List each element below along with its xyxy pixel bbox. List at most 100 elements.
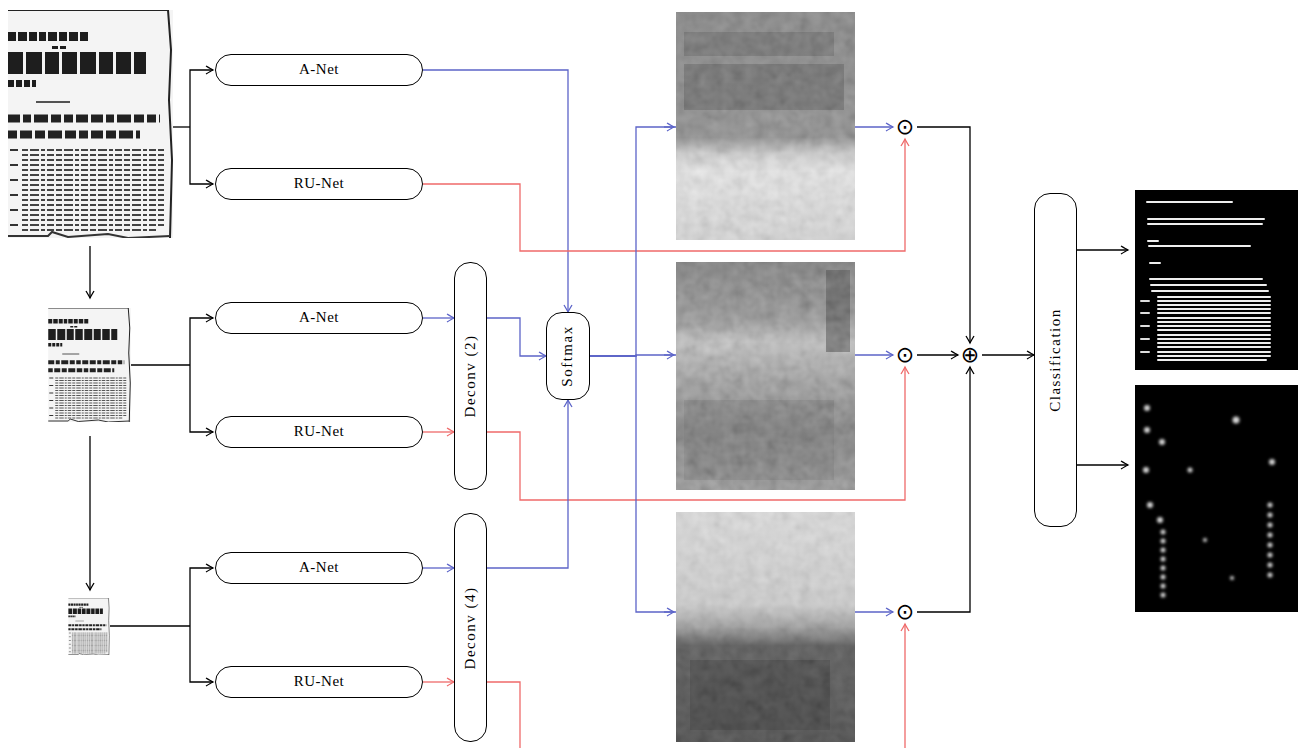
connector xyxy=(917,354,958,355)
output-dot xyxy=(1157,517,1163,523)
output-dot xyxy=(1161,539,1166,544)
output-arrow xyxy=(1077,464,1128,465)
output-dot xyxy=(1159,439,1165,445)
document-image xyxy=(48,308,131,422)
map-arrow xyxy=(664,126,674,127)
output-ground xyxy=(1135,190,1298,370)
attention-map xyxy=(676,12,855,240)
output-dot xyxy=(1268,503,1273,508)
output-dot xyxy=(1144,405,1150,411)
output-dot xyxy=(1144,427,1150,433)
output-dot xyxy=(1143,467,1149,473)
network-box: RU-Net xyxy=(215,666,423,698)
attention-ground xyxy=(676,262,855,490)
node-label: RU-Net xyxy=(294,423,345,440)
input-wires xyxy=(90,70,1128,682)
node-label: ⊙ xyxy=(896,116,914,138)
node-label: Classification xyxy=(1047,308,1064,412)
network-box: A-Net xyxy=(215,302,423,334)
map-entry-arrows xyxy=(664,127,674,612)
multiply-operator: ⊙ xyxy=(893,343,917,367)
output-lines xyxy=(1147,202,1270,360)
output-dot xyxy=(1161,593,1166,598)
input-wire xyxy=(190,318,213,365)
downscale-arrow xyxy=(89,436,90,590)
input-wire xyxy=(190,568,213,626)
document-image xyxy=(8,10,173,238)
attention-ground xyxy=(676,512,855,742)
connector xyxy=(982,354,1034,355)
node-label: A-Net xyxy=(299,309,339,326)
node-label: ⊙ xyxy=(896,601,914,623)
input-wire xyxy=(110,625,190,626)
multiply-operator: ⊙ xyxy=(893,600,917,624)
output-dot xyxy=(1233,417,1240,424)
attention-map xyxy=(676,512,855,742)
deconv-box: Deconv (2) xyxy=(454,262,487,490)
attention-noise xyxy=(676,512,855,742)
node-label: ⊕ xyxy=(961,344,979,366)
node-label: Deconv (2) xyxy=(462,335,479,418)
network-box: A-Net xyxy=(215,54,423,86)
connector xyxy=(917,127,970,343)
baseline-output xyxy=(1135,190,1298,370)
input-wire xyxy=(131,364,190,365)
connector xyxy=(423,567,454,568)
map-arrow xyxy=(664,354,674,355)
node-label: Softmax xyxy=(559,325,576,386)
connector xyxy=(423,431,454,432)
output-dot xyxy=(1268,533,1273,538)
output-arrow xyxy=(1077,249,1128,250)
softmax-box: Softmax xyxy=(546,312,590,400)
output-dot xyxy=(1147,502,1153,508)
connector xyxy=(423,317,454,318)
multiply-operator: ⊙ xyxy=(893,115,917,139)
output-ground xyxy=(1135,385,1298,612)
output-dot xyxy=(1268,553,1273,558)
output-dots xyxy=(1143,405,1275,598)
input-wire xyxy=(190,70,213,127)
separator-output xyxy=(1135,385,1298,612)
output-lines xyxy=(1141,301,1149,352)
attention-noise xyxy=(676,12,855,240)
output-dot xyxy=(1268,563,1273,568)
input-wire xyxy=(190,626,213,682)
classification-box: Classification xyxy=(1034,193,1077,527)
output-dot xyxy=(1161,566,1166,571)
network-box: A-Net xyxy=(215,552,423,584)
output-dot xyxy=(1161,557,1166,562)
node-label: ⊙ xyxy=(896,344,914,366)
connector xyxy=(487,400,568,568)
node-label: A-Net xyxy=(299,61,339,78)
input-wire xyxy=(190,127,213,184)
connector xyxy=(487,318,546,356)
attention-noise xyxy=(676,262,855,490)
output-dot xyxy=(1268,543,1273,548)
output-dot xyxy=(1268,513,1273,518)
output-dot xyxy=(1268,523,1273,528)
attention-ground xyxy=(676,12,855,240)
output-dot xyxy=(1268,573,1273,578)
output-dot xyxy=(1230,576,1234,580)
network-box: RU-Net xyxy=(215,416,423,448)
map-arrow xyxy=(664,611,674,612)
document-image xyxy=(68,598,109,655)
node-label: RU-Net xyxy=(294,175,345,192)
attention-map xyxy=(676,262,855,490)
connector xyxy=(423,70,568,312)
deconv-box: Deconv (4) xyxy=(454,513,487,742)
node-label: A-Net xyxy=(299,559,339,576)
network-box: RU-Net xyxy=(215,168,423,200)
node-label: RU-Net xyxy=(294,673,345,690)
connector xyxy=(423,681,454,682)
connector xyxy=(917,367,970,612)
sum-operator: ⊕ xyxy=(958,343,982,367)
output-dot xyxy=(1161,548,1166,553)
output-dot xyxy=(1161,584,1166,589)
input-wire xyxy=(173,126,190,127)
output-dot xyxy=(1269,459,1275,465)
output-dot xyxy=(1161,575,1166,580)
